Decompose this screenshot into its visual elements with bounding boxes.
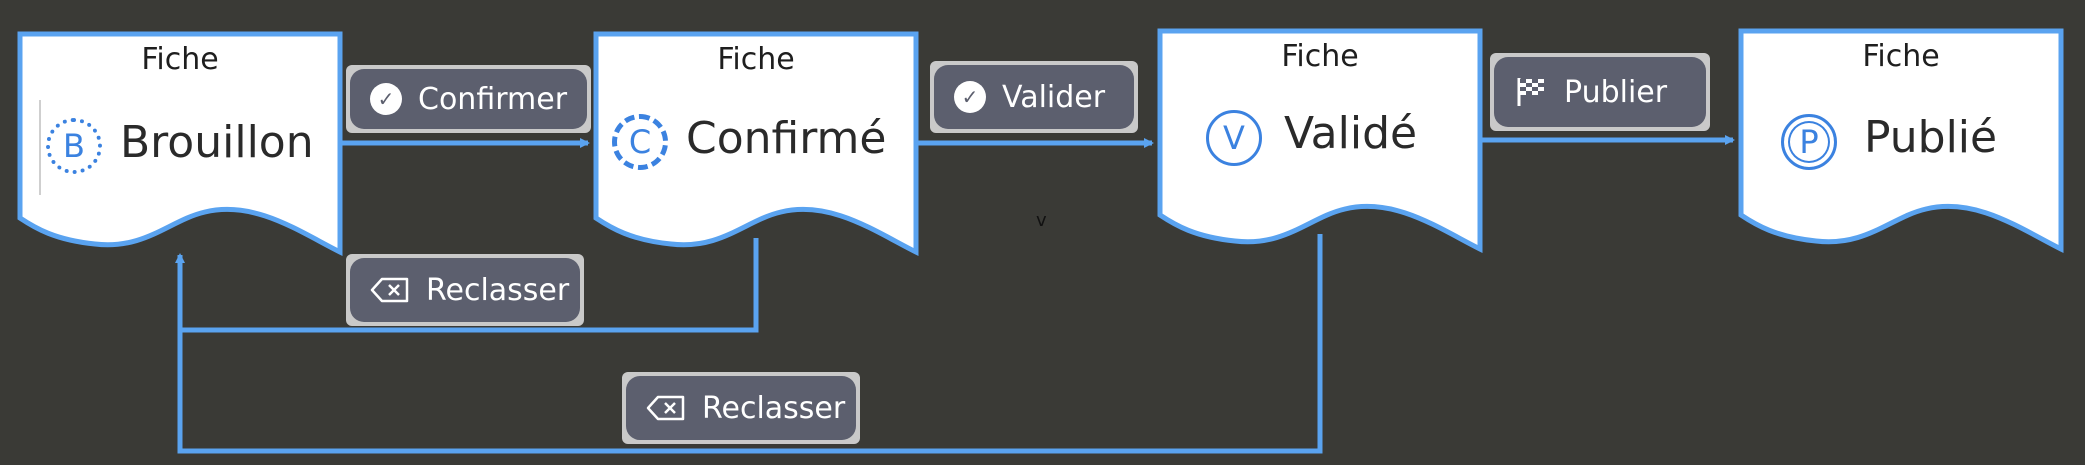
node-publie-label: Publié xyxy=(1864,112,1998,163)
node-brouillon-label: Brouillon xyxy=(120,117,314,168)
reclasser-button-2[interactable]: Reclasser xyxy=(626,376,856,440)
backspace-icon xyxy=(646,395,686,421)
backspace-icon xyxy=(370,277,410,303)
node-valide-shape xyxy=(1157,28,1483,254)
reclasser-button-1[interactable]: Reclasser xyxy=(350,258,580,322)
reclasser-button-1-wrap: Reclasser xyxy=(346,254,584,326)
publier-button-wrap: Publier xyxy=(1490,53,1710,131)
confirmer-button[interactable]: ✓ Confirmer xyxy=(350,69,587,129)
checkered-flag-icon xyxy=(1514,75,1548,109)
publier-button[interactable]: Publier xyxy=(1494,57,1706,127)
node-publie-header: Fiche xyxy=(1862,39,1940,74)
valider-label: Valider xyxy=(1002,79,1106,115)
valider-button-wrap: ✓ Valider xyxy=(930,61,1138,133)
double-circle-p-icon: P xyxy=(1781,114,1837,170)
node-confirme-header: Fiche xyxy=(717,42,795,77)
valider-button[interactable]: ✓ Valider xyxy=(934,65,1134,129)
check-circle-icon: ✓ xyxy=(954,81,986,113)
node-confirme-shape xyxy=(593,31,919,257)
edge-valide-brouillon xyxy=(175,234,1323,454)
node-valide-header: Fiche xyxy=(1281,39,1359,74)
reclasser-label-2: Reclasser xyxy=(702,390,846,426)
node-publie-shape xyxy=(1738,28,2064,254)
edge-confirme-brouillon xyxy=(180,238,759,333)
confirmer-label: Confirmer xyxy=(418,81,568,117)
confirmer-button-wrap: ✓ Confirmer xyxy=(346,65,591,133)
check-circle-icon: ✓ xyxy=(370,83,402,115)
reclasser-label-1: Reclasser xyxy=(426,272,570,308)
circle-v-icon: V xyxy=(1206,110,1262,166)
stray-text: v xyxy=(1036,210,1047,231)
publier-label: Publier xyxy=(1564,74,1668,110)
node-valide-label: Validé xyxy=(1284,108,1418,159)
node-brouillon-header: Fiche xyxy=(141,42,219,77)
dashed-circle-c-icon: C xyxy=(612,114,668,170)
node-confirme-label: Confirmé xyxy=(686,113,887,164)
reclasser-button-2-wrap: Reclasser xyxy=(622,372,860,444)
dotted-circle-b-icon: B xyxy=(46,118,102,174)
node-brouillon-shape xyxy=(17,31,343,257)
